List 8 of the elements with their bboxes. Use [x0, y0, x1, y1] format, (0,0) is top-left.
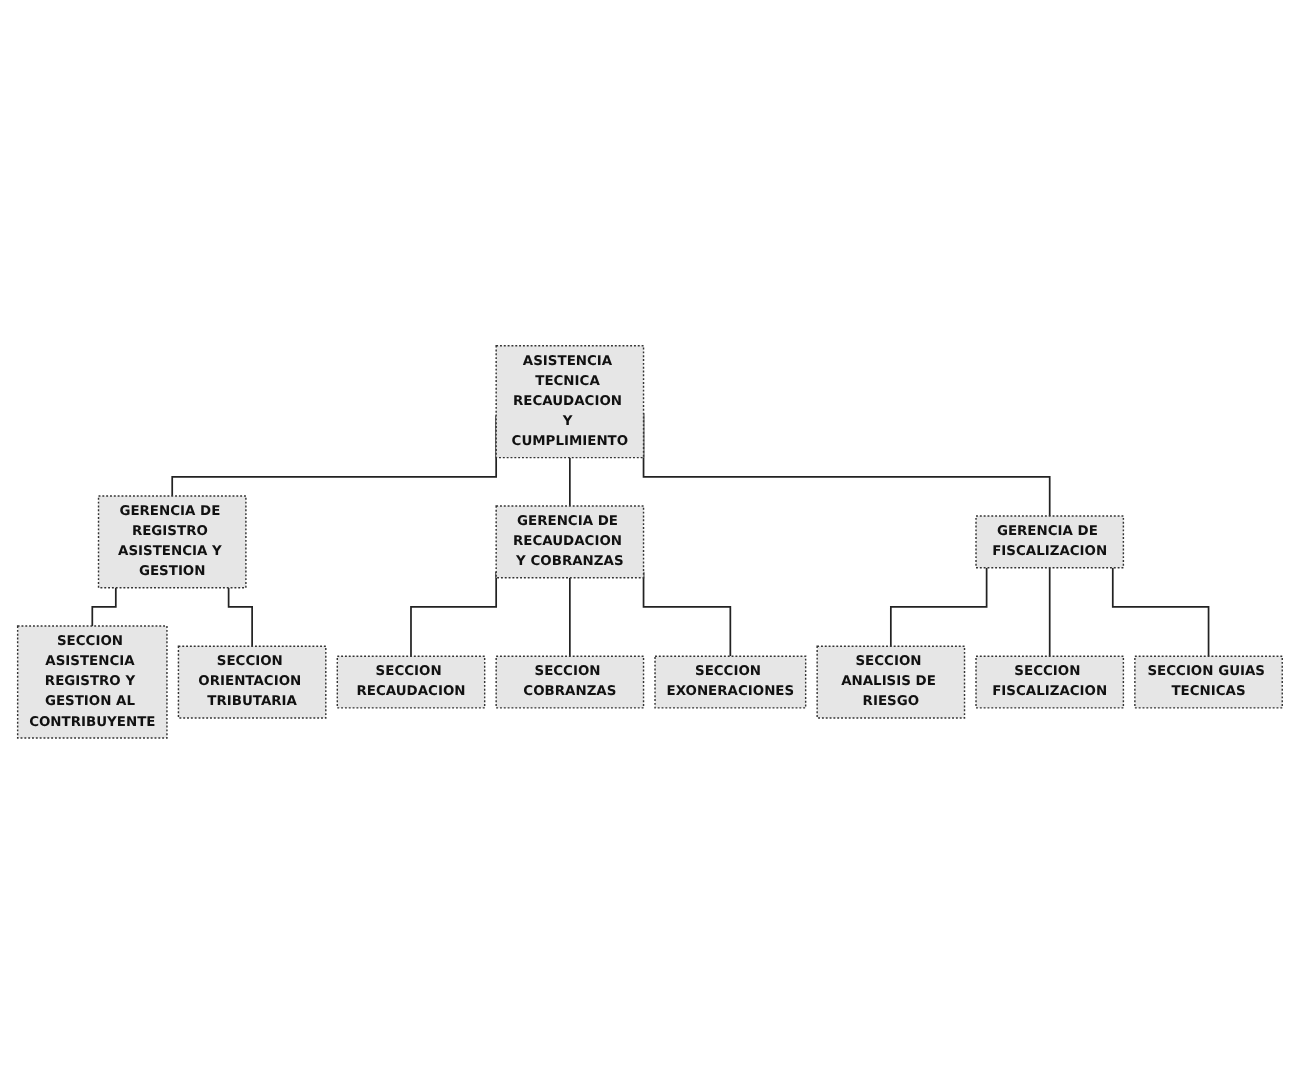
- connector: [1111, 567, 1210, 658]
- connector: [569, 456, 571, 507]
- connector: [1048, 567, 1051, 658]
- connector: [227, 587, 253, 648]
- connector: [410, 571, 498, 658]
- connector: [890, 567, 988, 648]
- connector: [91, 587, 117, 628]
- connector: [569, 577, 571, 658]
